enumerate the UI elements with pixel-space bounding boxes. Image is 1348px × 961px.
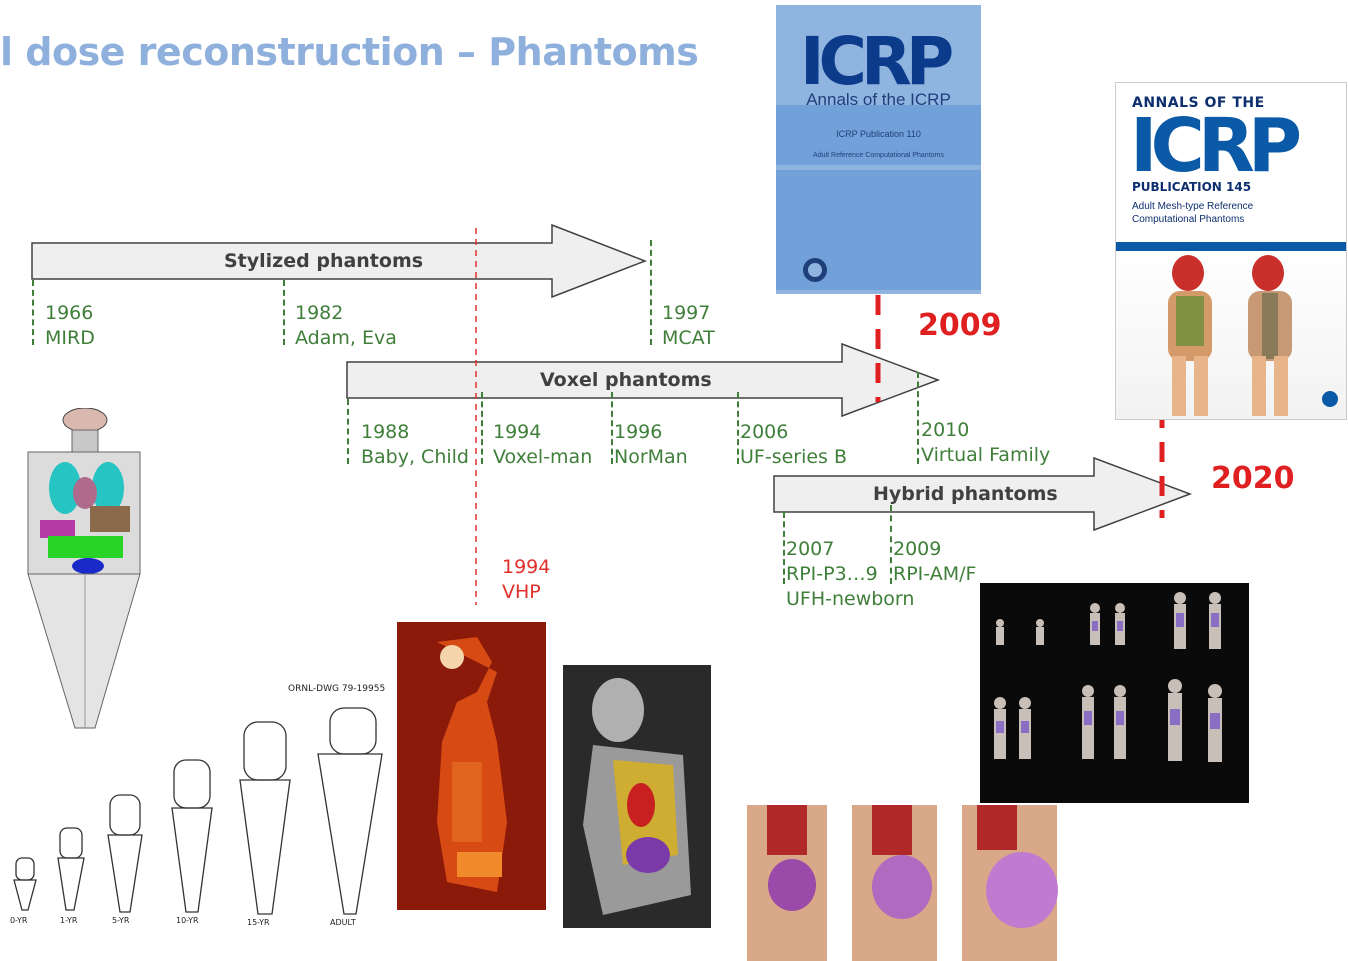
cover-band bbox=[776, 105, 981, 165]
event-2010: 2010 Virtual Family bbox=[921, 418, 1050, 468]
virtual-family-image bbox=[980, 583, 1249, 803]
stylized-arrow bbox=[31, 223, 648, 299]
icrp-logo: ICRP bbox=[800, 23, 954, 100]
cover-description: Adult Mesh-type Reference Computational … bbox=[1132, 201, 1254, 225]
age-caption: 10-YR bbox=[176, 916, 199, 925]
event-name: Voxel-man bbox=[493, 446, 593, 468]
family-figures bbox=[994, 592, 1222, 762]
event-year: 1988 bbox=[361, 421, 410, 443]
icrp-logo: ICRP bbox=[1130, 103, 1302, 189]
event-year: 2007 bbox=[786, 538, 835, 560]
cover-publication: ICRP Publication 110 bbox=[836, 129, 921, 139]
event-name-2: UFH-newborn bbox=[786, 588, 915, 610]
cover-header: ANNALS OF THE bbox=[1132, 95, 1265, 111]
tick-1996 bbox=[611, 392, 613, 464]
tick-1966 bbox=[32, 280, 34, 345]
pregnant-phantoms-image bbox=[737, 805, 1067, 961]
cover-band bbox=[776, 170, 981, 230]
event-year: 1994 bbox=[502, 556, 551, 578]
age-caption: 0-YR bbox=[10, 916, 28, 925]
cover-publication: PUBLICATION 145 bbox=[1132, 180, 1252, 194]
cover-subtitle: Annals of the ICRP bbox=[806, 90, 951, 109]
voxel-arrow bbox=[346, 342, 941, 418]
event-year: 1996 bbox=[614, 421, 663, 443]
event-year: 2009 bbox=[893, 538, 942, 560]
hybrid-arrow bbox=[773, 456, 1193, 532]
milestone-2020: 2020 bbox=[1211, 461, 1295, 496]
age-caption: 5-YR bbox=[112, 916, 130, 925]
event-name: UF-series B bbox=[740, 446, 848, 468]
tick-1982 bbox=[283, 280, 285, 345]
cover-bar bbox=[1116, 242, 1346, 251]
event-2009: 2009 RPI-AM/F bbox=[893, 537, 976, 587]
tick-1997 bbox=[650, 240, 652, 345]
event-year: 1982 bbox=[295, 302, 344, 324]
ornl-age-phantoms-drawing bbox=[13, 707, 383, 915]
tick-1988 bbox=[347, 399, 349, 464]
icrp-seal-icon bbox=[803, 258, 827, 282]
event-1982: 1982 Adam, Eva bbox=[295, 301, 397, 351]
event-year: 1966 bbox=[45, 302, 94, 324]
event-name: Baby, Child bbox=[361, 446, 469, 468]
tick-1994 bbox=[481, 392, 483, 464]
stylized-phantoms-label: Stylized phantoms bbox=[224, 250, 424, 272]
event-name: VHP bbox=[502, 581, 541, 603]
event-name: MCAT bbox=[662, 327, 715, 349]
vhp-voxel-image bbox=[397, 622, 546, 910]
event-name: MIRD bbox=[45, 327, 95, 349]
voxelman-image bbox=[563, 665, 711, 928]
milestone-2009: 2009 bbox=[918, 308, 1002, 343]
cover-image-area bbox=[1116, 251, 1346, 419]
event-year: 2010 bbox=[921, 419, 970, 441]
age-caption: 15-YR bbox=[247, 918, 270, 927]
event-1966: 1966 MIRD bbox=[45, 301, 95, 351]
event-year: 2006 bbox=[740, 421, 789, 443]
event-1994-voxelman: 1994 Voxel-man bbox=[493, 420, 592, 470]
icrp-145-cover: ANNALS OF THE ICRP PUBLICATION 145 Adult… bbox=[1115, 82, 1347, 420]
tick-2009 bbox=[890, 505, 892, 584]
event-name: NorMan bbox=[614, 446, 688, 468]
ornl-drawing-label: ORNL-DWG 79-19955 bbox=[288, 684, 386, 694]
hybrid-phantoms-label: Hybrid phantoms bbox=[873, 483, 1058, 505]
event-year: 1994 bbox=[493, 421, 542, 443]
mird-phantom-image bbox=[27, 408, 141, 729]
cover-description: Adult Reference Computational Phantoms bbox=[813, 152, 944, 159]
event-name: RPI-P3…9 bbox=[786, 563, 878, 585]
event-year: 1997 bbox=[662, 302, 711, 324]
event-1997: 1997 MCAT bbox=[662, 301, 715, 351]
voxel-phantoms-label: Voxel phantoms bbox=[540, 369, 712, 391]
event-2007: 2007 RPI-P3…9 UFH-newborn bbox=[786, 537, 914, 612]
event-name: RPI-AM/F bbox=[893, 563, 977, 585]
event-name: Virtual Family bbox=[921, 444, 1051, 466]
event-1996: 1996 NorMan bbox=[614, 420, 688, 470]
event-1988: 1988 Baby, Child bbox=[361, 420, 469, 470]
tick-2007 bbox=[783, 512, 785, 584]
mesh-phantoms-image bbox=[1168, 255, 1338, 416]
icrp-110-cover: ICRP Annals of the ICRP ICRP Publication… bbox=[776, 5, 981, 294]
slide-title: l dose reconstruction – Phantoms bbox=[0, 30, 699, 74]
event-2006: 2006 UF-series B bbox=[740, 420, 847, 470]
tick-2010 bbox=[917, 372, 919, 464]
tick-2006 bbox=[737, 392, 739, 464]
event-name: Adam, Eva bbox=[295, 327, 397, 349]
age-caption: ADULT bbox=[330, 918, 356, 927]
event-1994-vhp: 1994 VHP bbox=[502, 555, 550, 605]
age-caption: 1-YR bbox=[60, 916, 78, 925]
